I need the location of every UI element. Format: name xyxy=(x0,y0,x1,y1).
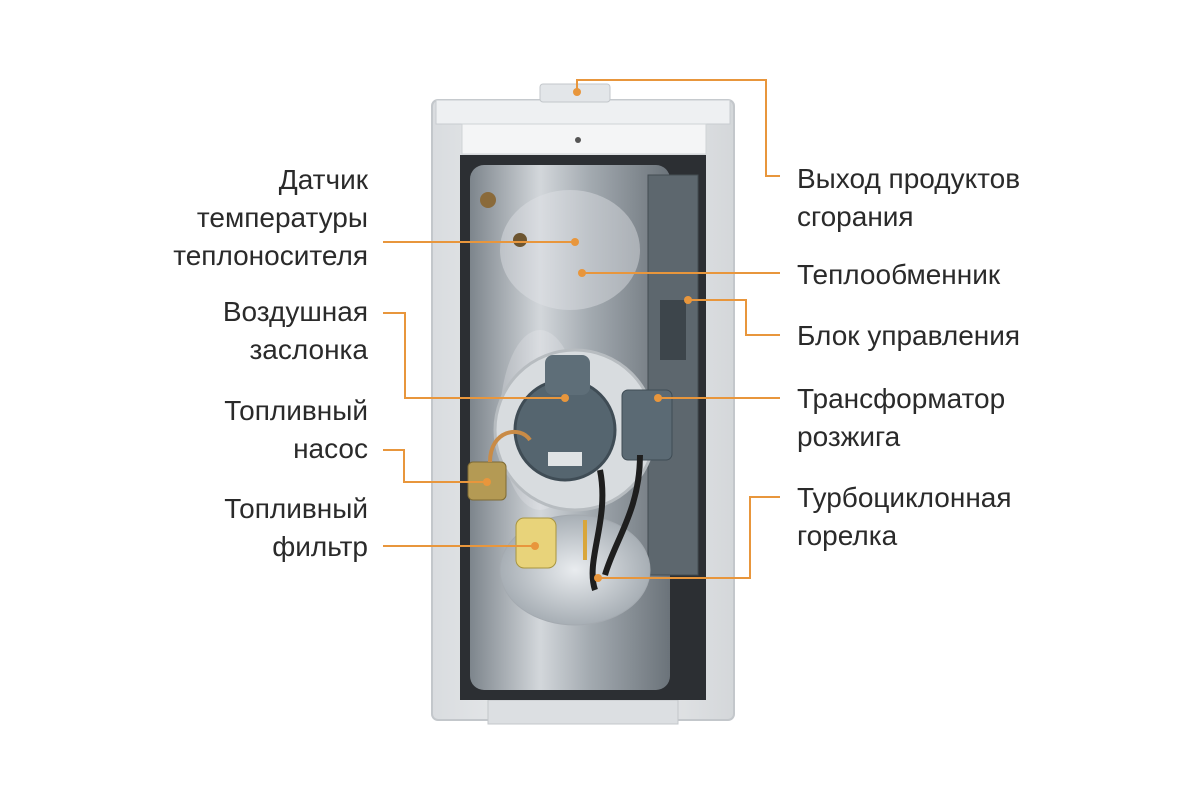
leader-control-block xyxy=(688,299,780,336)
label-line: Топливный xyxy=(224,493,368,524)
label-ignition: Трансформатор розжига xyxy=(797,380,1005,456)
label-line: сгорания xyxy=(797,201,914,232)
label-line: Блок управления xyxy=(797,320,1021,351)
label-line: Топливный xyxy=(224,395,368,426)
label-line: температуры xyxy=(196,202,368,233)
label-line: фильтр xyxy=(272,531,368,562)
leader-burner xyxy=(598,496,780,579)
leader-exhaust xyxy=(576,79,780,177)
leader-fuel-pump xyxy=(383,449,487,483)
label-heat-exchanger: Теплообменник xyxy=(797,256,1000,294)
label-line: Турбоциклонная xyxy=(797,482,1012,513)
label-line: насос xyxy=(293,433,368,464)
label-fuel-pump: Топливный насос xyxy=(224,392,368,468)
ignition-transformer xyxy=(621,389,673,461)
label-line: Теплообменник xyxy=(797,259,1001,290)
control-block xyxy=(647,174,699,576)
label-line: теплоносителя xyxy=(173,240,368,271)
label-line: заслонка xyxy=(249,334,368,365)
label-exhaust: Выход продуктов сгорания xyxy=(797,160,1020,236)
label-line: розжига xyxy=(797,421,901,452)
label-control-block: Блок управления xyxy=(797,317,1020,355)
label-line: Выход продуктов xyxy=(797,163,1021,194)
label-air-damper: Воздушная заслонка xyxy=(223,293,368,369)
label-line: Воздушная xyxy=(222,296,368,327)
label-temp-sensor: Датчик температуры теплоносителя xyxy=(173,161,368,275)
label-line: Трансформатор xyxy=(797,383,1006,414)
label-burner: Турбоциклонная горелка xyxy=(797,479,1012,555)
label-line: горелка xyxy=(797,520,898,551)
label-line: Датчик xyxy=(278,164,368,195)
label-fuel-filter: Топливный фильтр xyxy=(224,490,368,566)
leader-air-damper xyxy=(383,312,565,399)
leader-lines xyxy=(383,79,780,582)
cabinet-interior xyxy=(460,155,706,700)
